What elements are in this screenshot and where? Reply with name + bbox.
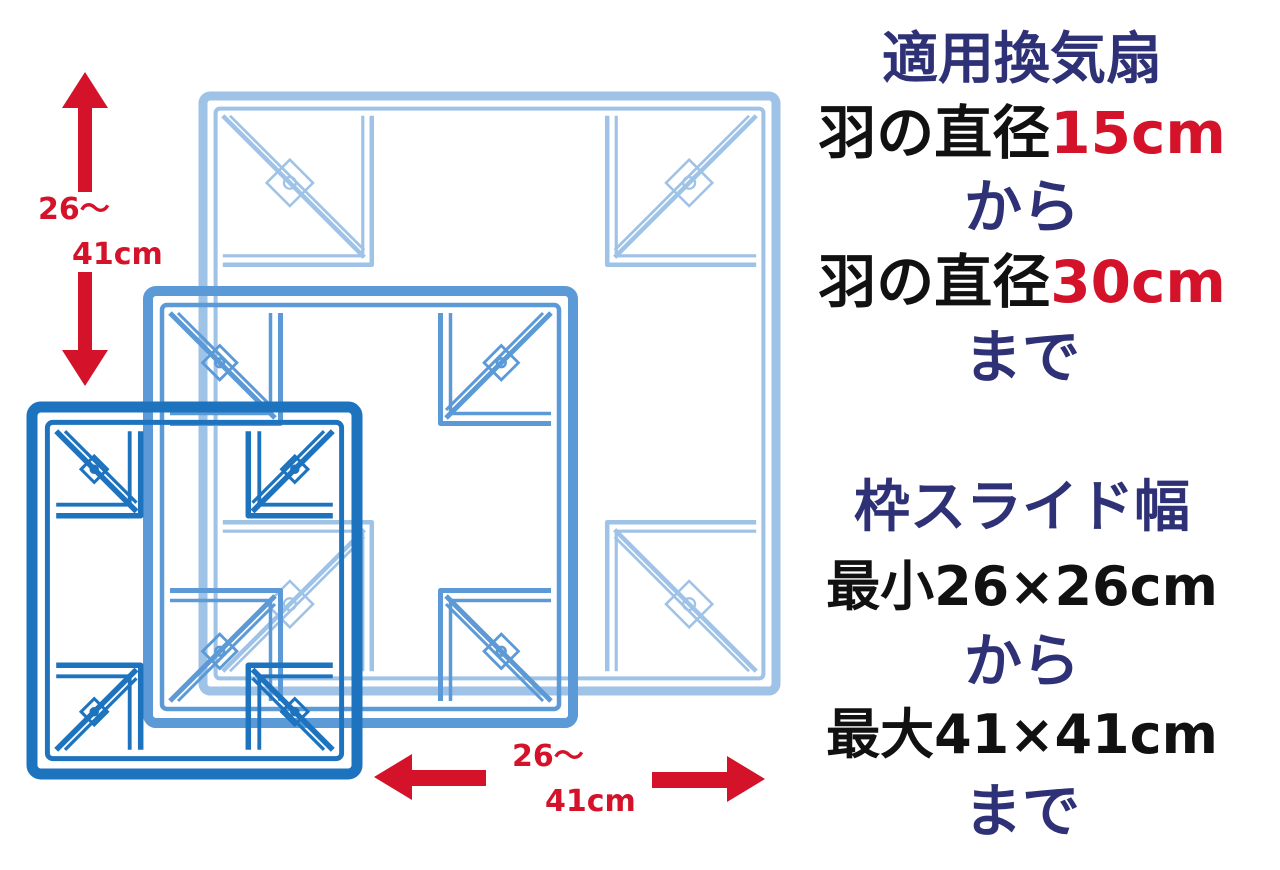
frame-large (198, 91, 781, 696)
until-label-2: まで (963, 777, 1080, 845)
frame-small (26, 401, 363, 780)
fan-heading: 適用換気扇 (882, 27, 1162, 92)
max-diameter-prefix: 羽の直径 (818, 248, 1051, 316)
from-label-1: から (963, 173, 1080, 241)
horizontal-dimension-label-line1: 26～ (512, 739, 584, 774)
min-diameter-value: 15cm (1050, 99, 1226, 167)
horizontal-dimension-label-line2: 41cm (545, 784, 636, 819)
min-diameter-line: 羽の直径15cm (792, 104, 1252, 162)
slide-max-line: 最大41×41cm (826, 703, 1218, 766)
vertical-dimension-arrow (62, 72, 108, 386)
horizontal-dimension-arrow (374, 754, 765, 802)
vertical-dimension-label-line2: 41cm (72, 237, 163, 272)
min-diameter-prefix: 羽の直径 (818, 99, 1051, 167)
vertical-dimension-label-line1: 26～ (38, 192, 110, 227)
from-label-2: から (963, 627, 1080, 695)
slide-min-line: 最小26×26cm (826, 555, 1218, 618)
max-diameter-line: 羽の直径30cm (792, 253, 1252, 311)
until-label-1: まで (963, 323, 1080, 391)
slide-heading: 枠スライド幅 (854, 475, 1190, 540)
max-diameter-value: 30cm (1050, 248, 1226, 316)
